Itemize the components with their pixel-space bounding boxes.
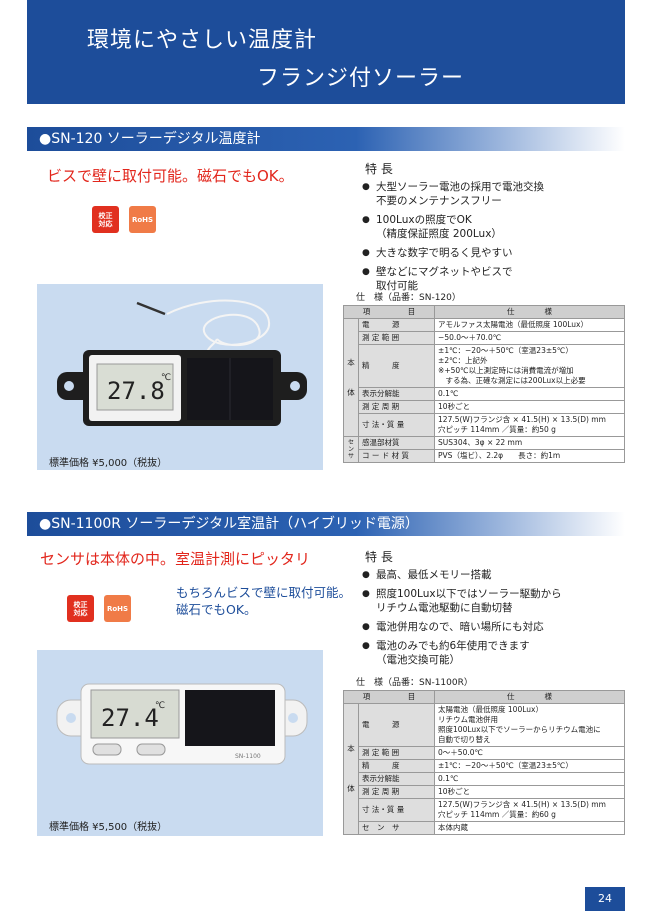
section-title-sn1100r: ●SN-1100R ソーラーデジタル室温計（ハイブリッド電源） xyxy=(27,512,625,536)
spec-value: ±1℃：−20〜＋50℃（室温23±5℃） xyxy=(434,759,625,773)
spec-value: 太陽電池（最低照度 100Lux） リチウム電池併用 照度100Lux以下でソー… xyxy=(434,703,625,747)
spec-side-body: 本 体 xyxy=(343,318,359,437)
features-list-sn1100r: 最高、最低メモリー搭載 照度100Lux以下ではソーラー駆動からリチウム電池駆動… xyxy=(360,568,620,672)
feature-item: 100Luxの照度でOK（精度保証照度 200Lux） xyxy=(360,213,620,241)
spec-head-spec: 仕 様 xyxy=(434,690,625,704)
spec-value: 0〜＋50.0℃ xyxy=(434,746,625,760)
product-photo-sn120: 27.8 ℃ 標準価格 ¥5,000（税抜） xyxy=(37,284,323,470)
rohs-badge: RoHS xyxy=(129,206,156,233)
spec-label: 表示分解能 xyxy=(357,387,436,401)
spec-side-sensor: センサ xyxy=(343,436,359,463)
spec-label: 精 度 xyxy=(357,344,436,388)
spec-label: 精 度 xyxy=(357,759,436,773)
lcd-value-sn120: 27.8 xyxy=(107,377,165,405)
spec-head-item: 項 目 xyxy=(342,690,436,704)
spec-table-sn1100r: 項 目 仕 様 本 体 電 源 太陽電池（最低照度 100Lux） リチウム電池… xyxy=(342,690,625,835)
lcd-unit-sn1100r: ℃ xyxy=(155,701,165,711)
spec-value: 0.1℃ xyxy=(434,387,625,401)
spec-label: セ ン サ xyxy=(357,821,436,835)
spec-label: 測 定 周 期 xyxy=(357,785,436,799)
spec-label: 寸 法・質 量 xyxy=(357,798,436,822)
feature-item: 大きな数字で明るく見やすい xyxy=(360,246,620,260)
features-title-sn120: 特 長 xyxy=(365,162,393,176)
calibration-badge: 校正 対応 xyxy=(92,206,119,233)
spec-side-body: 本 体 xyxy=(343,703,359,835)
spec-value: 0.1℃ xyxy=(434,772,625,786)
spec-label: コ ー ド 材 質 xyxy=(357,449,436,463)
price-sn1100r: 標準価格 ¥5,500（税抜） xyxy=(49,822,168,833)
spec-label: 寸 法・質 量 xyxy=(357,413,436,437)
room-thermometer-illustration: 27.4 ℃ SN-1100 xyxy=(56,683,308,765)
spec-label: 電 源 xyxy=(357,703,436,747)
header-title-line2: フランジ付ソーラー xyxy=(257,66,465,91)
spec-value: 10秒ごと xyxy=(434,785,625,799)
features-title-sn1100r: 特 長 xyxy=(365,550,393,564)
rohs-badge: RoHS xyxy=(104,595,131,622)
spec-label: 測 定 範 囲 xyxy=(357,746,436,760)
catchphrase-sn120: ビスで壁に取付可能。磁石でもOK。 xyxy=(47,167,294,185)
spec-caption-sn120: 仕 様（品番：SN-120） xyxy=(356,293,461,303)
product-photo-sn1100r: 27.4 ℃ SN-1100 標準価格 ¥5,500（税抜） xyxy=(37,650,323,836)
spec-value: 127.5(W)フランジ含 × 41.5(H) × 13.5(D) mm 穴ピッ… xyxy=(434,798,625,822)
spec-table-sn120: 項 目 仕 様 本 体 電 源 アモルファス太陽電池（最低照度 100Lux） … xyxy=(342,305,625,463)
lcd-unit-sn120: ℃ xyxy=(161,373,171,383)
feature-item: 電池併用なので、暗い場所にも対応 xyxy=(360,620,620,634)
header-title-line1: 環境にやさしい温度計 xyxy=(87,28,318,53)
feature-item: 電池のみでも約6年使用できます（電池交換可能） xyxy=(360,639,620,667)
page-number: 24 xyxy=(585,887,625,911)
calibration-badge: 校正 対応 xyxy=(67,595,94,622)
spec-value: PVS（塩ビ）、2.2φ 長さ：約1m xyxy=(434,449,625,463)
spec-value: 本体内蔵 xyxy=(434,821,625,835)
feature-item: 最高、最低メモリー搭載 xyxy=(360,568,620,582)
spec-label: 表示分解能 xyxy=(357,772,436,786)
page-header: 環境にやさしい温度計 フランジ付ソーラー xyxy=(27,0,625,104)
spec-label: 測 定 周 期 xyxy=(357,400,436,414)
spec-value: SUS304、3φ × 22 mm xyxy=(434,436,625,450)
spec-value: アモルファス太陽電池（最低照度 100Lux） xyxy=(434,318,625,332)
model-label: SN-1100 xyxy=(235,753,261,760)
spec-caption-sn1100r: 仕 様（品番：SN-1100R） xyxy=(356,678,473,688)
spec-value: 10秒ごと xyxy=(434,400,625,414)
mounting-note: もちろんビスで壁に取付可能。 磁石でもOK。 xyxy=(176,585,352,617)
spec-value: 127.5(W)フランジ含 × 41.5(H) × 13.5(D) mm 穴ピッ… xyxy=(434,413,625,437)
spec-label: 感温部材質 xyxy=(357,436,436,450)
price-sn120: 標準価格 ¥5,000（税抜） xyxy=(49,458,168,469)
spec-label: 電 源 xyxy=(357,318,436,332)
spec-head-item: 項 目 xyxy=(342,305,436,319)
spec-label: 測 定 範 囲 xyxy=(357,331,436,345)
thermometer-illustration: 27.8 ℃ xyxy=(57,299,307,426)
spec-value: ±1℃：−20〜＋50℃（室温23±5℃） ±2℃：上記外 ※+50℃以上測定時… xyxy=(434,344,625,388)
lcd-value-sn1100r: 27.4 xyxy=(101,704,159,732)
section-title-sn120: ●SN-120 ソーラーデジタル温度計 xyxy=(27,127,625,151)
spec-value: −50.0〜＋70.0℃ xyxy=(434,331,625,345)
spec-head-spec: 仕 様 xyxy=(434,305,625,319)
catchphrase-sn1100r: センサは本体の中。室温計測にピッタリ xyxy=(40,550,311,568)
